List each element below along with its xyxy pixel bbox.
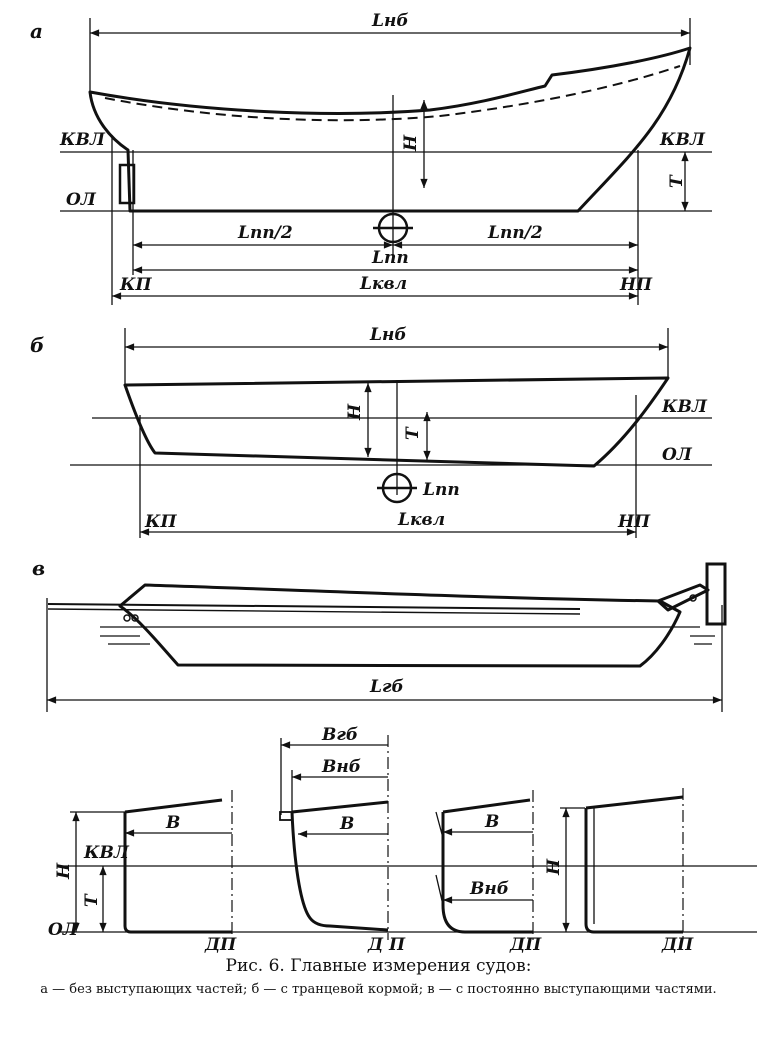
bow-appendage-c [656, 583, 710, 612]
label-lpp-b: Lпп [422, 480, 460, 500]
water-hatching-c [100, 635, 715, 645]
label-h-s4: Н [544, 858, 564, 876]
panel-b: б Lнб КВЛ ОЛ Н Т Lпп Lквл КП НП [30, 325, 712, 538]
label-kp-a: КП [119, 275, 152, 295]
panel-a: а Lнб КВЛ КВЛ ОЛ Н Т Lпп/2 Lпп/ [30, 11, 712, 305]
hull-b [123, 376, 670, 468]
label-lkvl-b: Lквл [397, 510, 445, 530]
label-dp-s2: Д П [367, 935, 406, 955]
deck-line-a [104, 65, 681, 122]
label-kp-b: КП [144, 512, 177, 532]
label-kvl-right: КВЛ [659, 130, 706, 150]
label-ol: ОЛ [66, 190, 97, 210]
fender-line-c-2 [47, 608, 581, 615]
label-np-b: НП [617, 512, 651, 532]
section-2: Вгб Внб В Д П [279, 725, 406, 955]
hull-a [88, 46, 692, 213]
hull-section-2 [290, 800, 389, 932]
label-b-gb-s2: Вгб [321, 725, 358, 745]
hull-c [118, 583, 682, 668]
bow-fitting-c [689, 594, 697, 602]
label-t-a: Т [667, 174, 687, 188]
fender-line-c [47, 603, 581, 610]
label-b-nb-s2: Внб [321, 757, 361, 777]
section-3: В Внб ДП [435, 790, 542, 955]
panel-c: в Lгб [32, 556, 727, 712]
label-b-s3: В [484, 812, 499, 832]
label-t-b: Т [403, 426, 423, 440]
flare-marks-s3 [435, 811, 444, 906]
label-lpp-half-right: Lпп/2 [487, 223, 543, 243]
hull-section-4 [584, 795, 684, 934]
label-h-s1: Н [54, 862, 74, 880]
label-dp-s4: ДП [661, 935, 694, 955]
stern-fitting-c [123, 614, 131, 622]
label-ol-s1: ОЛ [48, 920, 79, 940]
label-lpp-a: Lпп [371, 248, 409, 268]
panel-a-label: а [30, 19, 43, 43]
label-t-s1: Т [82, 893, 102, 907]
figure-caption-subtitle: а — без выступающих частей; б — с транце… [40, 982, 717, 997]
label-b-s2: В [339, 814, 354, 834]
fender-s2 [279, 811, 293, 821]
label-kvl-s1: КВЛ [83, 843, 130, 863]
section-4: Н ДП [544, 788, 694, 955]
stern-fitting-c-2 [131, 614, 139, 622]
panel-c-label: в [32, 556, 45, 580]
label-dp-s1: ДП [204, 935, 237, 955]
label-kvl-b: КВЛ [661, 397, 708, 417]
label-lkvl-a: Lквл [359, 274, 407, 294]
label-kvl-left: КВЛ [59, 130, 106, 150]
hull-section-3 [441, 798, 533, 934]
rudder-a [118, 163, 136, 205]
hull-section-1 [123, 798, 232, 934]
bow-plate-c [705, 562, 727, 626]
label-b-s1: В [165, 813, 180, 833]
label-np-a: НП [619, 275, 653, 295]
panel-b-label: б [30, 333, 44, 357]
label-l-gb: Lгб [369, 677, 404, 697]
label-h-a: Н [401, 134, 421, 152]
label-ol-b: ОЛ [662, 445, 693, 465]
section-1: КВЛ ОЛ Н Т В ДП [48, 790, 237, 955]
label-lpp-half-left: Lпп/2 [237, 223, 293, 243]
figure-caption-title: Рис. 6. Главные измерения судов: [225, 956, 532, 976]
label-h-b: Н [345, 403, 365, 421]
label-b-nb-s3: Внб [469, 879, 509, 899]
label-l-nb: Lнб [371, 11, 409, 31]
label-l-nb-b: Lнб [369, 325, 407, 345]
label-dp-s3: ДП [509, 935, 542, 955]
